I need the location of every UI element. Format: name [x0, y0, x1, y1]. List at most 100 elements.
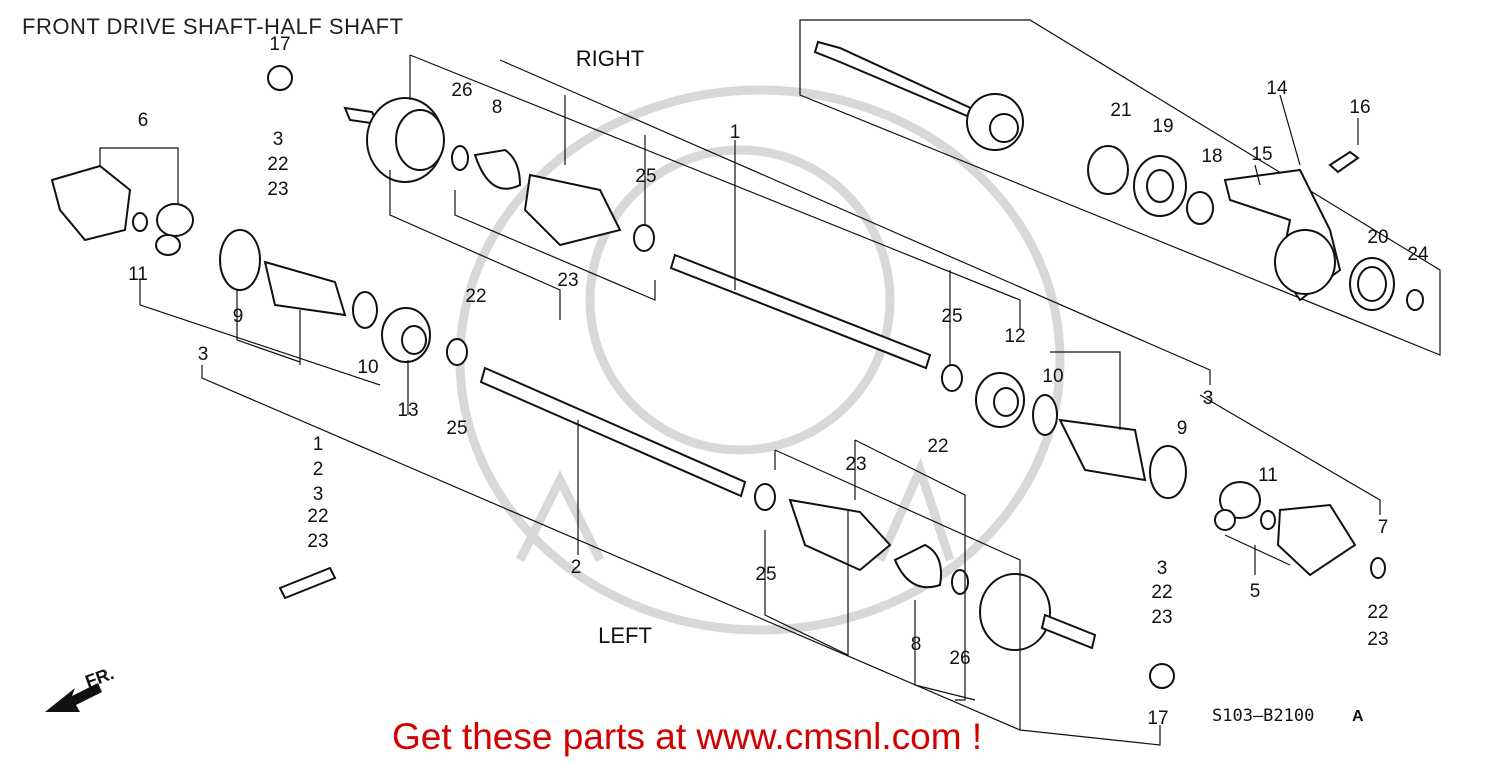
callout-17: 17 — [269, 34, 290, 55]
spider-5 — [1214, 481, 1261, 531]
boot-right-inner — [1058, 418, 1147, 482]
outer-cv-joint-right — [343, 97, 445, 183]
diagram-code-suffix: A — [1352, 708, 1364, 725]
shaft-1 — [669, 253, 932, 370]
circlip-10-left — [352, 291, 378, 329]
shaft-2 — [479, 366, 747, 498]
left-label: LEFT — [598, 623, 652, 648]
callout-23: 23 — [307, 531, 328, 552]
callout-23: 23 — [1151, 607, 1172, 628]
circlip-24 — [1406, 289, 1424, 311]
callout-5: 5 — [1250, 581, 1261, 602]
callout-2: 2 — [571, 557, 582, 578]
inboard-joint-right — [1276, 503, 1357, 577]
boot-band-25-right-b — [941, 364, 963, 392]
callout-24: 24 — [1407, 244, 1429, 265]
boot-band-9-right — [1149, 445, 1187, 499]
callout-17: 17 — [1147, 708, 1168, 729]
callout-25: 25 — [755, 564, 776, 585]
boot-right-outer — [523, 173, 622, 247]
callout-22: 22 — [267, 154, 288, 175]
watermark-logo — [455, 85, 1065, 635]
callout-14: 14 — [1266, 78, 1288, 99]
front-arrow-icon — [45, 683, 102, 712]
callout-6: 6 — [138, 110, 149, 131]
callout-26: 26 — [451, 80, 472, 101]
callout-11: 11 — [128, 264, 148, 285]
callout-3: 3 — [313, 484, 324, 505]
circlip-18 — [1186, 191, 1214, 225]
boot-band-8-left — [893, 543, 942, 589]
bracket-assembly-frame — [799, 19, 1441, 356]
callout-11: 11 — [1258, 465, 1278, 486]
bolt-16 — [1328, 150, 1360, 174]
bearing-support-15 — [1223, 168, 1342, 302]
callout-22: 22 — [1151, 582, 1172, 603]
circlip-26-right — [451, 145, 469, 171]
right-label: RIGHT — [576, 46, 644, 71]
callout-22: 22 — [307, 506, 328, 527]
callout-3: 3 — [1203, 388, 1214, 409]
callout-7: 7 — [1378, 517, 1389, 538]
callout-23: 23 — [267, 179, 288, 200]
spindle-nut-17-bottom — [1149, 663, 1175, 689]
boot-band-9-left — [219, 229, 261, 291]
callout-21: 21 — [1110, 100, 1131, 121]
callout-26: 26 — [949, 648, 970, 669]
dynamic-damper-12 — [975, 372, 1025, 428]
circlip-26-left — [951, 569, 969, 595]
callout-13: 13 — [397, 400, 418, 421]
bearing-19 — [1133, 155, 1187, 217]
circlip-7 — [1370, 557, 1386, 579]
callout-22: 22 — [465, 286, 486, 307]
callout-25: 25 — [941, 306, 962, 327]
diagram-title: FRONT DRIVE SHAFT-HALF SHAFT — [22, 14, 404, 39]
callout-16: 16 — [1349, 97, 1370, 118]
boot-band-8-right — [473, 148, 522, 190]
callout-23: 23 — [557, 270, 578, 291]
boot-left-outer — [788, 498, 892, 572]
callout-22: 22 — [927, 436, 948, 457]
callout-25: 25 — [635, 166, 656, 187]
front-label: FR. — [83, 663, 117, 692]
diagram-code: S103—B2100 — [1212, 706, 1314, 726]
promo-text[interactable]: Get these parts at www.cmsnl.com ! — [392, 716, 983, 757]
dynamic-damper-13 — [381, 307, 431, 363]
grease-tube — [278, 566, 337, 600]
callout-22: 22 — [1367, 602, 1388, 623]
boot-band-25-left-a — [446, 338, 468, 366]
leader-lines — [99, 54, 1381, 746]
callout-3: 3 — [1157, 558, 1168, 579]
callout-10: 10 — [1042, 366, 1063, 387]
spindle-nut-17-top — [267, 65, 293, 91]
callout-19: 19 — [1152, 116, 1173, 137]
circlip-11-left — [132, 212, 148, 232]
callout-1: 1 — [313, 434, 324, 455]
callout-8: 8 — [911, 634, 922, 655]
callout-20: 20 — [1367, 227, 1388, 248]
callout-3: 3 — [198, 344, 209, 365]
intermediate-shaft — [813, 40, 1024, 151]
spider-6 — [155, 203, 194, 256]
callout-9: 9 — [1177, 418, 1188, 439]
seal-20 — [1349, 257, 1395, 311]
boot-band-25-left-b — [754, 483, 776, 511]
callout-1: 1 — [730, 122, 741, 143]
callout-12: 12 — [1004, 326, 1025, 347]
outer-cv-joint-left — [979, 573, 1097, 651]
callout-15: 15 — [1251, 144, 1272, 165]
callout-2: 2 — [313, 459, 324, 480]
boot-left-inner — [263, 260, 347, 317]
boot-band-25-right-a — [633, 224, 655, 252]
callout-23: 23 — [1367, 629, 1388, 650]
circlip-11-right — [1260, 510, 1276, 530]
circlip-21 — [1087, 145, 1129, 195]
callout-8: 8 — [492, 97, 503, 118]
circlip-10-right — [1032, 394, 1058, 436]
callouts: 17 3 22 23 26 8 6 1 25 23 22 11 9 3 10 1… — [128, 34, 1429, 729]
callout-23: 23 — [845, 454, 866, 475]
callout-9: 9 — [233, 306, 244, 327]
callout-25: 25 — [446, 418, 467, 439]
callout-10: 10 — [357, 357, 378, 378]
